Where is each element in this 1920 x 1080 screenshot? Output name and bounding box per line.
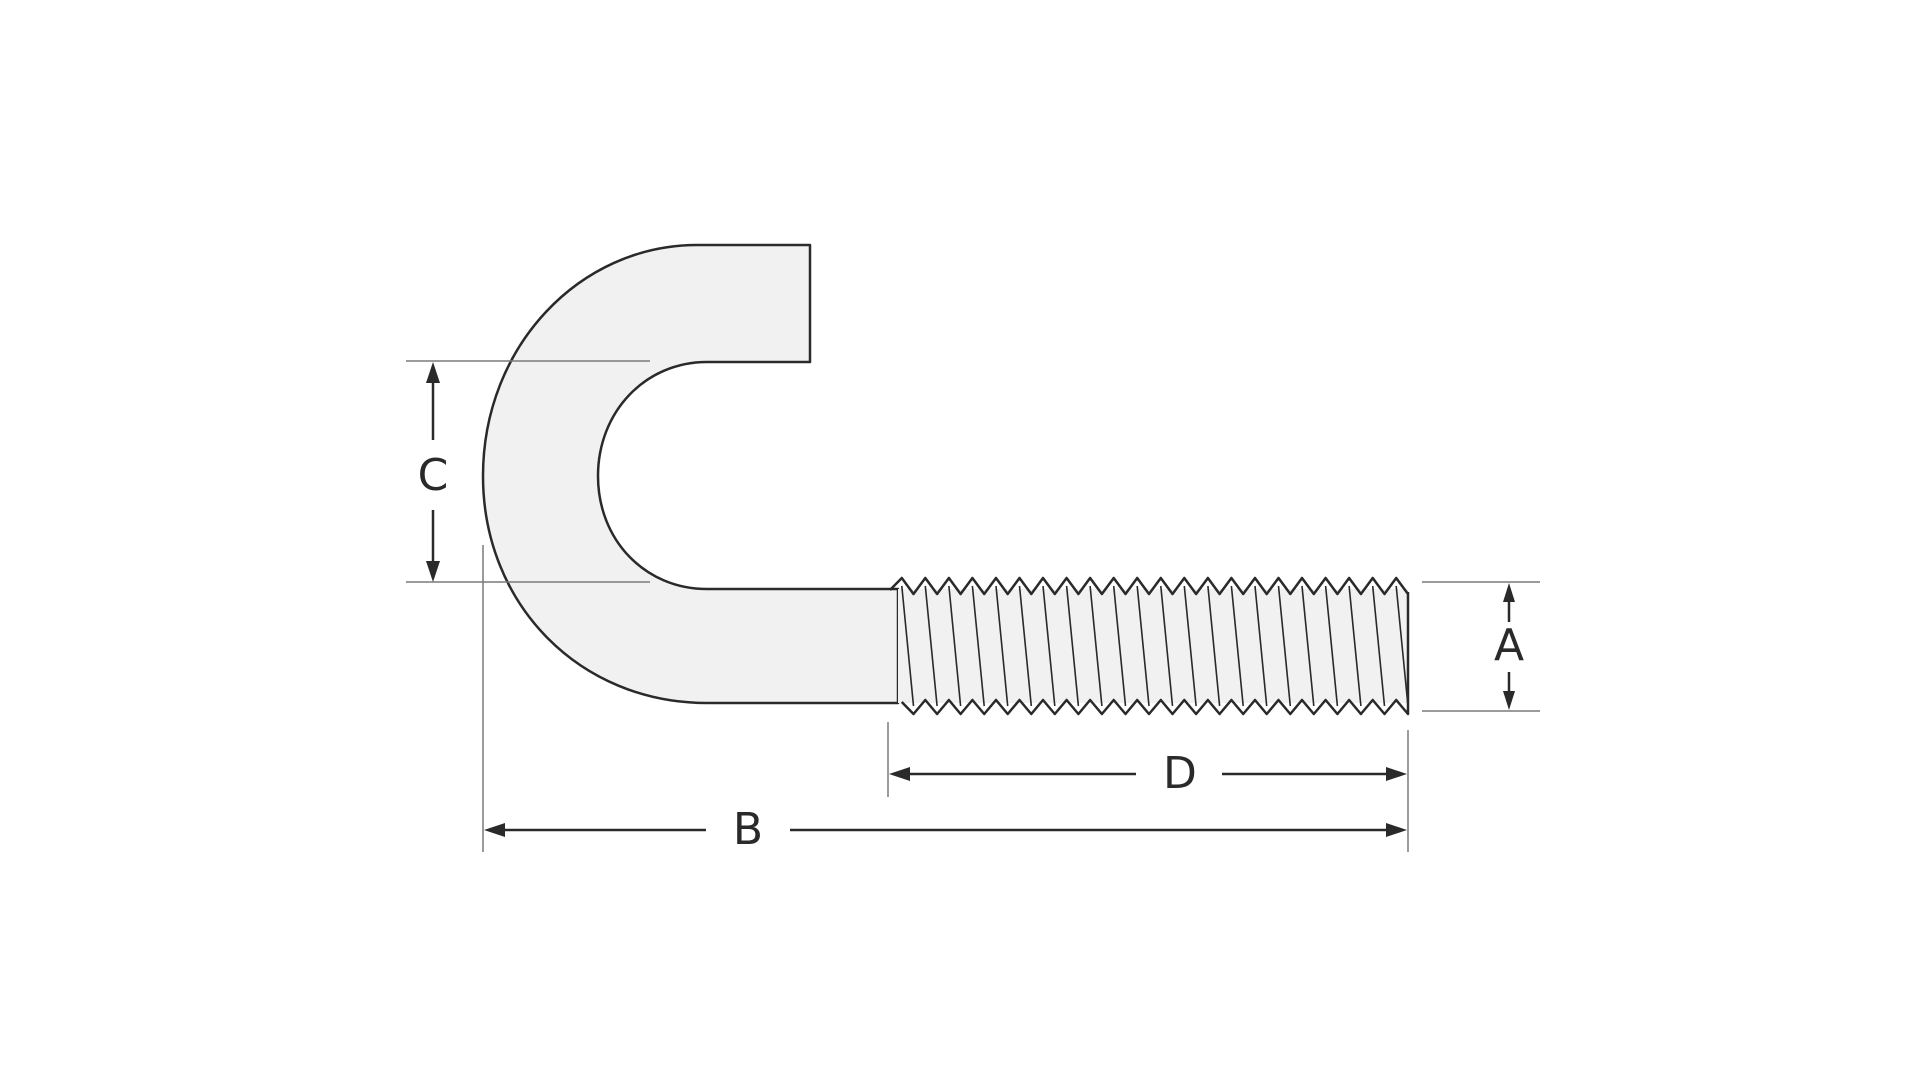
- thread-helix-line: [1207, 585, 1221, 707]
- arrowhead-left: [889, 767, 910, 781]
- thread-helix-line: [1065, 585, 1080, 707]
- dimension-b: B: [484, 804, 1407, 855]
- thread-helix-line: [1301, 585, 1315, 707]
- thread-helix-line: [1395, 585, 1409, 707]
- thread-helix-line: [901, 585, 915, 707]
- thread-helix-line: [1230, 585, 1244, 707]
- thread-helix-line: [1018, 585, 1033, 707]
- arrowhead-left: [484, 823, 505, 837]
- thread-helix-line: [1183, 585, 1197, 707]
- thread-helix-line: [971, 585, 985, 707]
- thread-helix-line: [1160, 585, 1174, 707]
- thread-crest-top: [889, 576, 1410, 596]
- thread-helix-line: [995, 585, 1009, 707]
- dimension-a-label: A: [1494, 620, 1524, 671]
- arrowhead-up: [426, 362, 440, 383]
- thread-helix-line: [1324, 585, 1339, 707]
- thread-helix-line: [1277, 585, 1292, 707]
- dimension-b-label: B: [733, 804, 763, 855]
- arrowhead-down: [1503, 691, 1515, 710]
- thread-helix-line: [1371, 585, 1386, 707]
- dimension-c-label: C: [418, 450, 449, 501]
- j-bolt-hook-body: [481, 243, 900, 705]
- extension-lines: [406, 360, 1540, 852]
- thread-helix-line: [924, 585, 938, 707]
- arrowhead-right: [1386, 823, 1407, 837]
- thread-helix-line: [1112, 585, 1127, 707]
- dimension-d-label: D: [1163, 748, 1197, 799]
- thread-helix-line: [1089, 585, 1103, 707]
- dimension-d: D: [889, 748, 1407, 799]
- thread-helix-line: [948, 585, 962, 707]
- arrowhead-down: [426, 561, 440, 582]
- dimension-a: A: [1494, 583, 1524, 710]
- thread-helix-line: [1136, 585, 1150, 707]
- thread-helix-line: [1042, 585, 1056, 707]
- dimension-c: C: [418, 362, 449, 582]
- thread-helix-line: [1348, 585, 1362, 707]
- arrowhead-up: [1503, 583, 1515, 602]
- thread-crest-bottom: [900, 698, 1410, 716]
- threaded-section: [889, 576, 1410, 716]
- arrowhead-right: [1386, 767, 1407, 781]
- thread-helix-lines: [901, 585, 1409, 707]
- thread-helix-line: [1254, 585, 1268, 707]
